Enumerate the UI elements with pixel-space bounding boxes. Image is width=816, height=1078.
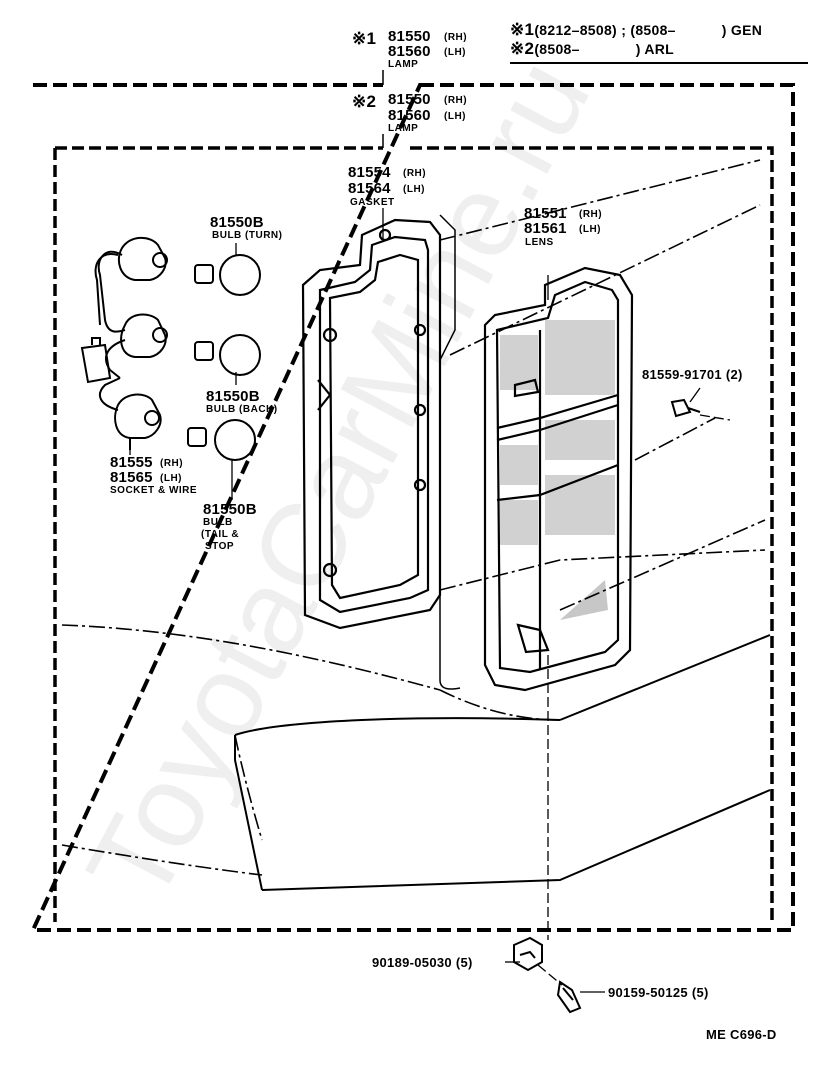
bulb-tail-name-1: BULB [203,517,233,528]
socket-name: SOCKET & WIRE [110,485,198,496]
part-leader-lines [129,208,701,993]
lamp1-rh-tag: (RH) [444,32,468,43]
legend-suffix-2: ) ARL [635,41,675,57]
legend-mark-1: ※1 [510,20,535,39]
bottom-screw-label: 90159-50125 (5) [608,985,709,1000]
bulb-turn-number: 81550B [210,214,264,231]
lens-screw-label: 81559-91701 (2) [642,367,743,382]
inner-assembly-border [53,146,774,922]
socket-rh-tag: (RH) [160,458,184,469]
lens-drawing [483,266,634,692]
socket-lh-tag: (LH) [160,473,182,484]
bulb-tail-name-3: STOP [205,541,235,552]
socket-wire-drawing [80,236,168,450]
bottom-screw-drawing [556,980,582,1014]
lamp1-lh-tag: (LH) [444,47,466,58]
diagram-code: ME C696-D [706,1027,777,1042]
lens-name: LENS [525,237,554,248]
legend-line-2: ※2(8508– ) ARL [510,40,674,57]
lens-rh-number: 81551 [524,205,567,222]
lamp1-rh-number: 81550 [388,28,431,45]
legend-suffix-1: ) GEN [721,22,763,38]
nut-label: 90189-05030 (5) [372,955,473,970]
lamp2-lh-number: 81560 [388,107,431,124]
bumper-outline [234,634,771,891]
lens-lh-number: 81561 [524,220,567,237]
gasket-drawing [301,218,442,630]
outer-assembly-border [29,83,795,932]
lens-screw-drawing [670,398,701,418]
gasket-name: GASKET [350,197,395,208]
gasket-rh-number: 81554 [348,164,391,181]
gasket-rh-tag: (RH) [403,168,427,179]
lens-rh-tag: (RH) [579,209,603,220]
lamp2-lh-tag: (LH) [444,111,466,122]
gasket-lh-tag: (LH) [403,184,425,195]
socket-rh-number: 81555 [110,454,153,471]
bulb-back-name: BULB (BACK) [206,404,278,415]
nut-drawing [513,936,543,972]
legend-line-1: ※1(8212–8508) ; (8508– ) GEN [510,21,762,38]
lamp2-rh-number: 81550 [388,91,431,108]
lamp2-name: LAMP [388,123,419,134]
lens-lh-tag: (LH) [579,224,601,235]
lamp1-name: LAMP [388,59,419,70]
legend-mark-2: ※2 [510,39,535,58]
legend-range-1: (8212–8508) ; (8508– [534,22,676,38]
lamp1-lh-number: 81560 [388,43,431,60]
bulb-tail-drawing [187,419,256,461]
bulb-back-drawing [194,334,261,376]
bulb-back-number: 81550B [206,388,260,405]
bulb-turn-name: BULB (TURN) [212,230,283,241]
lens-shading [500,320,615,620]
socket-lh-number: 81565 [110,469,153,486]
legend-range-2: (8508– [534,41,580,57]
lamp-cavity-outline [439,214,461,690]
vehicle-body-outline [61,159,766,876]
lamp2-mark: ※2 [352,92,377,111]
lamp2-rh-tag: (RH) [444,95,468,106]
mounting-paths [537,414,731,986]
bulb-turn-drawing [194,254,261,296]
bulb-tail-name-2: (TAIL & [201,529,240,540]
bulb-tail-number: 81550B [203,501,257,518]
lamp1-mark: ※1 [352,29,377,48]
gasket-lh-number: 81564 [348,180,391,197]
